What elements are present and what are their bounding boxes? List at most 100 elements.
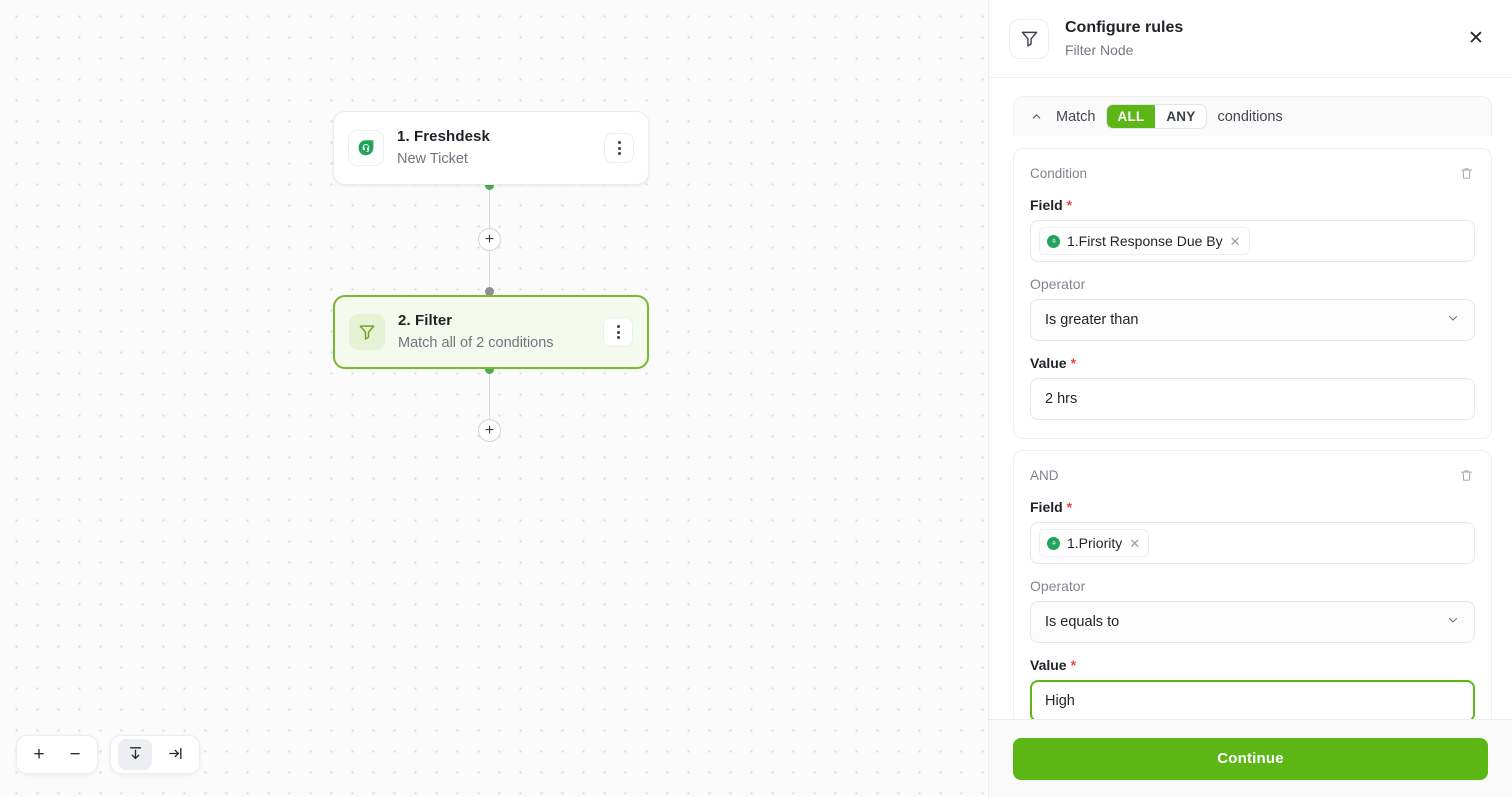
field-select-input[interactable]: 1.Priority ✕ [1030, 522, 1475, 564]
close-icon[interactable]: ✕ [1229, 233, 1241, 249]
value-input-text: 2 hrs [1045, 391, 1078, 407]
value-input-text: High [1045, 693, 1075, 709]
panel-footer: Continue [989, 719, 1512, 797]
kebab-dot [617, 141, 621, 144]
conditions-list: Condition Field * [1013, 148, 1492, 719]
panel-body: Match ALL ANY conditions Condition [989, 78, 1512, 719]
node-title: 2. Filter [398, 312, 453, 329]
connector-line-2 [489, 370, 491, 432]
field-chip-label: 1.Priority [1067, 535, 1123, 551]
freshdesk-mini-icon [1047, 234, 1060, 248]
match-prefix-label: Match [1056, 108, 1096, 125]
condition-kind-label: AND [1030, 467, 1059, 483]
add-node-button-2[interactable]: + [478, 419, 501, 442]
plus-icon: + [33, 744, 45, 765]
required-asterisk: * [1066, 197, 1073, 213]
trash-icon[interactable] [1457, 466, 1475, 484]
operator-label-text: Operator [1030, 578, 1086, 594]
trash-icon[interactable] [1457, 164, 1475, 182]
condition-kind-label: Condition [1030, 165, 1088, 181]
configure-rules-panel: Configure rules Filter Node ✕ Match ALL … [988, 0, 1512, 797]
required-asterisk: * [1070, 657, 1077, 673]
value-label-text: Value [1030, 355, 1067, 371]
operator-label: Operator [1030, 578, 1475, 594]
required-asterisk: * [1066, 499, 1073, 515]
connector-dot-output-1 [485, 181, 494, 190]
view-toolbar [110, 735, 200, 774]
node-subtitle: Match all of 2 conditions [398, 335, 554, 351]
node-text-block: 2. Filter Match all of 2 conditions [398, 312, 603, 352]
panel-header-text: Configure rules Filter Node [1065, 18, 1462, 59]
condition-card-header: Condition [1030, 163, 1475, 183]
node-text-block: 1. Freshdesk New Ticket [397, 128, 604, 168]
close-icon: ✕ [1468, 28, 1484, 49]
match-any-option[interactable]: ANY [1166, 109, 1196, 124]
operator-label-text: Operator [1030, 276, 1086, 292]
field-label: Field * [1030, 499, 1475, 515]
field-label: Field * [1030, 197, 1475, 213]
fit-to-view-icon [127, 745, 144, 765]
match-all-option[interactable]: ALL [1106, 105, 1156, 128]
required-asterisk: * [1070, 355, 1077, 371]
condition-card: Condition Field * [1013, 148, 1492, 439]
node-menu-button[interactable] [603, 317, 633, 347]
connector-dot-input-2 [485, 287, 494, 296]
node-title: 1. Freshdesk [397, 128, 490, 145]
panel-subtitle: Filter Node [1065, 42, 1134, 58]
value-label: Value * [1030, 657, 1475, 673]
condition-card-header: AND [1030, 465, 1475, 485]
kebab-dot [616, 336, 620, 339]
zoom-out-button[interactable]: − [58, 739, 92, 770]
field-label-text: Field [1030, 197, 1063, 213]
kebab-dot [617, 146, 621, 150]
continue-button[interactable]: Continue [1013, 737, 1488, 780]
collapse-panel-button[interactable] [158, 739, 192, 770]
chevron-down-icon [1446, 311, 1460, 329]
kebab-dot [616, 325, 620, 328]
add-node-button-1[interactable]: + [478, 228, 501, 251]
field-chip[interactable]: 1.First Response Due By ✕ [1039, 227, 1250, 255]
field-label-text: Field [1030, 499, 1063, 515]
field-chip-label: 1.First Response Due By [1067, 233, 1223, 249]
node-menu-button[interactable] [604, 133, 634, 163]
value-input[interactable]: High [1030, 680, 1475, 719]
connector-dot-output-2 [485, 365, 494, 374]
zoom-toolbar: + − [16, 735, 98, 774]
match-conditions-bar: Match ALL ANY conditions [1013, 96, 1492, 136]
condition-card: AND Field * [1013, 450, 1492, 719]
plus-icon: + [484, 421, 495, 439]
operator-value: Is greater than [1045, 312, 1139, 328]
value-input[interactable]: 2 hrs [1030, 378, 1475, 420]
fit-view-button[interactable] [118, 739, 152, 770]
zoom-in-button[interactable]: + [22, 739, 56, 770]
workflow-node-filter[interactable]: 2. Filter Match all of 2 conditions [333, 295, 649, 369]
kebab-dot [617, 152, 621, 155]
value-label: Value * [1030, 355, 1475, 371]
workflow-node-freshdesk[interactable]: 1. Freshdesk New Ticket [333, 111, 649, 185]
field-select-input[interactable]: 1.First Response Due By ✕ [1030, 220, 1475, 262]
kebab-dot [616, 330, 620, 334]
panel-header: Configure rules Filter Node ✕ [989, 0, 1512, 78]
field-chip[interactable]: 1.Priority ✕ [1039, 529, 1150, 557]
match-mode-toggle: ALL ANY [1105, 104, 1208, 129]
chevron-down-icon [1446, 613, 1460, 631]
operator-label: Operator [1030, 276, 1475, 292]
value-label-text: Value [1030, 657, 1067, 673]
close-icon[interactable]: ✕ [1129, 535, 1141, 551]
operator-select[interactable]: Is greater than [1030, 299, 1475, 341]
operator-value: Is equals to [1045, 614, 1120, 630]
chevron-up-icon[interactable] [1028, 109, 1044, 125]
filter-funnel-icon [349, 314, 385, 350]
minus-icon: − [69, 744, 81, 765]
page-title: Configure rules [1065, 19, 1184, 36]
freshdesk-icon [348, 130, 384, 166]
match-suffix-label: conditions [1217, 108, 1283, 125]
collapse-to-right-icon [167, 745, 184, 765]
freshdesk-mini-icon [1047, 536, 1060, 550]
workflow-canvas[interactable]: + + 1. Freshdesk New Ticket [0, 0, 988, 797]
filter-funnel-icon [1009, 18, 1049, 59]
close-panel-button[interactable]: ✕ [1462, 25, 1490, 53]
plus-icon: + [484, 230, 495, 248]
operator-select[interactable]: Is equals to [1030, 601, 1475, 643]
